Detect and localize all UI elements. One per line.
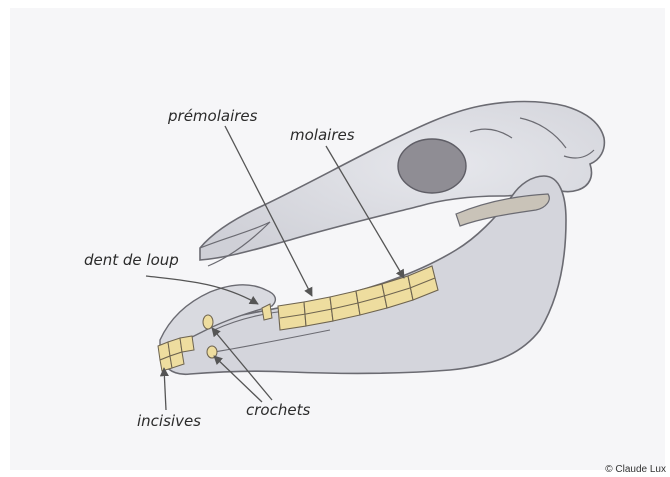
tooth-canine-lower xyxy=(207,346,217,358)
label-molaires: molaires xyxy=(290,128,355,143)
tooth-canine-upper xyxy=(203,315,213,329)
label-dent-de-loup: dent de loup xyxy=(84,253,179,268)
label-crochets: crochets xyxy=(246,403,310,418)
tooth-incisor-3 xyxy=(180,336,194,352)
label-incisives: incisives xyxy=(137,414,201,429)
orbit xyxy=(398,139,466,193)
label-premolaires: prémolaires xyxy=(168,109,257,124)
paper-background xyxy=(10,8,665,470)
copyright-notice: © Claude Lux xyxy=(605,464,666,475)
